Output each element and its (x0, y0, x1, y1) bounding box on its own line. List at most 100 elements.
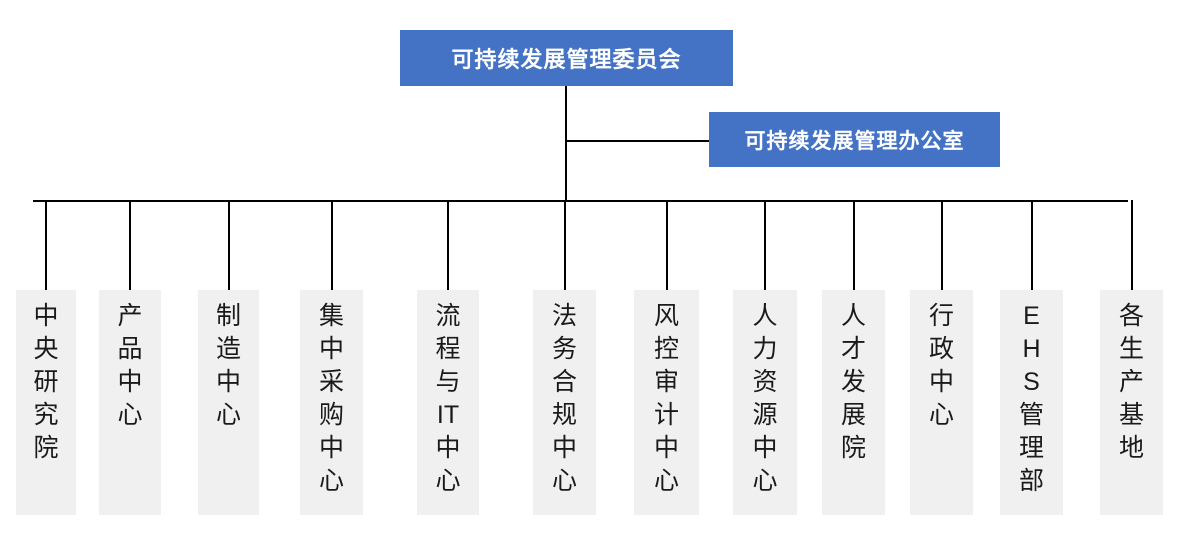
department-char: 心 (117, 401, 143, 429)
department-box-1[interactable]: 中央研究院 (16, 290, 76, 515)
department-box-7[interactable]: 风控审计中心 (634, 290, 699, 515)
department-char: 中 (318, 434, 344, 462)
department-label-1: 中央研究院 (33, 300, 58, 465)
department-label-7: 风控审计中心 (654, 300, 679, 498)
node-committee[interactable]: 可持续发展管理委员会 (400, 30, 733, 86)
department-char: 部 (1018, 467, 1044, 495)
department-char: 合 (551, 368, 577, 396)
department-char: 心 (928, 401, 954, 429)
department-box-9[interactable]: 人才发展院 (822, 290, 885, 515)
department-char: 中 (215, 368, 241, 396)
department-char: 发 (840, 368, 866, 396)
department-char: 与 (435, 368, 461, 396)
department-char: 心 (653, 467, 679, 495)
department-char: 造 (215, 335, 241, 363)
department-char: 人 (840, 302, 866, 330)
department-char: 心 (215, 401, 241, 429)
department-box-12[interactable]: 各生产基地 (1100, 290, 1163, 515)
department-label-12: 各生产基地 (1119, 300, 1144, 465)
connector-drop-3 (228, 200, 230, 290)
department-label-10: 行政中心 (929, 300, 954, 432)
connector-office-branch (565, 140, 709, 142)
department-char: 地 (1118, 434, 1144, 462)
department-box-8[interactable]: 人力资源中心 (733, 290, 797, 515)
department-char: 采 (318, 368, 344, 396)
connector-drop-7 (666, 200, 668, 290)
department-char: 规 (551, 401, 577, 429)
connector-drop-2 (129, 200, 131, 290)
department-char: 品 (117, 335, 143, 363)
department-label-2: 产品中心 (117, 300, 142, 432)
department-char: 心 (752, 467, 778, 495)
department-char: 力 (752, 335, 778, 363)
department-label-8: 人力资源中心 (752, 300, 777, 498)
department-char: 流 (435, 302, 461, 330)
department-char: 央 (33, 335, 59, 363)
department-char: 才 (840, 335, 866, 363)
connector-trunk-vertical (565, 86, 567, 200)
department-char: 集 (318, 302, 344, 330)
connector-drop-12 (1131, 200, 1133, 290)
department-char: 管 (1018, 401, 1044, 429)
department-char: 资 (752, 368, 778, 396)
department-char: 展 (840, 401, 866, 429)
department-char: 理 (1018, 434, 1044, 462)
department-box-6[interactable]: 法务合规中心 (533, 290, 596, 515)
department-label-3: 制造中心 (216, 300, 241, 432)
connector-drop-6 (564, 200, 566, 290)
department-char: 产 (117, 302, 143, 330)
department-char: 源 (752, 401, 778, 429)
department-box-2[interactable]: 产品中心 (99, 290, 161, 515)
department-char: 心 (551, 467, 577, 495)
department-label-9: 人才发展院 (841, 300, 866, 465)
department-char: 风 (653, 302, 679, 330)
node-office[interactable]: 可持续发展管理办公室 (709, 112, 1000, 167)
department-label-4: 集中采购中心 (319, 300, 344, 498)
department-char: 产 (1118, 368, 1144, 396)
department-box-10[interactable]: 行政中心 (910, 290, 973, 515)
connector-drop-4 (331, 200, 333, 290)
department-box-3[interactable]: 制造中心 (198, 290, 259, 515)
department-char: 中 (752, 434, 778, 462)
connector-drop-10 (941, 200, 943, 290)
department-char: 各 (1118, 302, 1144, 330)
department-char: 控 (653, 335, 679, 363)
connector-horizontal-bus (33, 200, 1128, 202)
department-char: 中 (435, 434, 461, 462)
department-char: 心 (435, 467, 461, 495)
connector-drop-1 (45, 200, 47, 290)
node-committee-label: 可持续发展管理委员会 (451, 47, 682, 72)
department-char: 院 (33, 434, 59, 462)
department-char: S (1023, 368, 1040, 396)
department-char: 人 (752, 302, 778, 330)
department-char: 生 (1118, 335, 1144, 363)
department-char: H (1022, 335, 1041, 363)
node-office-label: 可持续发展管理办公室 (744, 129, 965, 153)
department-char: 中 (653, 434, 679, 462)
department-char: 程 (435, 335, 461, 363)
department-char: 购 (318, 401, 344, 429)
department-char: 基 (1118, 401, 1144, 429)
department-char: 政 (928, 335, 954, 363)
department-char: 行 (928, 302, 954, 330)
department-char: 中 (33, 302, 59, 330)
department-char: 审 (653, 368, 679, 396)
department-char: 中 (928, 368, 954, 396)
department-char: 中 (551, 434, 577, 462)
department-char: 中 (117, 368, 143, 396)
department-char: 院 (840, 434, 866, 462)
department-char: 中 (318, 335, 344, 363)
department-box-4[interactable]: 集中采购中心 (300, 290, 363, 515)
connector-drop-9 (853, 200, 855, 290)
department-char: 法 (551, 302, 577, 330)
connector-drop-8 (764, 200, 766, 290)
department-char: 究 (33, 401, 59, 429)
connector-drop-5 (447, 200, 449, 290)
department-char: 制 (215, 302, 241, 330)
department-char: 务 (551, 335, 577, 363)
